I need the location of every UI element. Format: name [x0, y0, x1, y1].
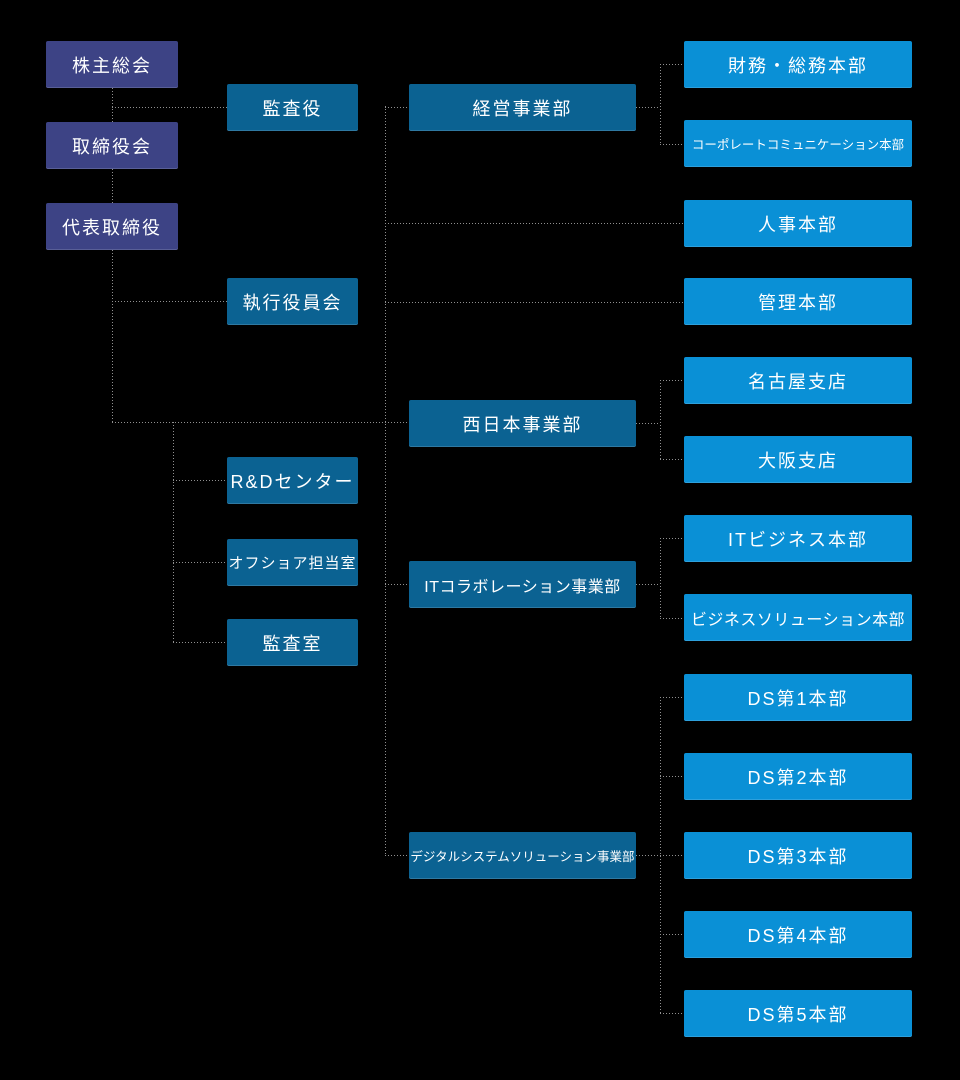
- connector-it-collaboration-stub: [636, 584, 660, 585]
- connector-governance-trunk: [112, 88, 113, 422]
- node-representative-director: 代表取締役: [46, 203, 178, 250]
- connector-to-rd-center: [173, 480, 227, 481]
- connector-to-ds5-hq: [660, 1013, 684, 1014]
- connector-it-collaboration-children-trunk: [660, 538, 661, 618]
- connector-to-ds1-hq: [660, 697, 684, 698]
- node-ds5-hq: DS第5本部: [684, 990, 912, 1037]
- node-nagoya-branch: 名古屋支店: [684, 357, 912, 404]
- connector-west-japan-stub: [636, 423, 660, 424]
- connector-main-horizontal: [112, 422, 409, 423]
- node-it-business-hq: ITビジネス本部: [684, 515, 912, 562]
- connector-to-management-division: [385, 107, 409, 108]
- connector-to-nagoya-branch: [660, 380, 684, 381]
- connector-west-japan-children-trunk: [660, 380, 661, 460]
- node-ds2-hq: DS第2本部: [684, 753, 912, 800]
- connector-to-it-business-hq: [660, 538, 684, 539]
- node-it-collaboration-division: ITコラボレーション事業部: [409, 561, 636, 608]
- connector-staff-trunk: [173, 422, 174, 642]
- node-hr-hq: 人事本部: [684, 200, 912, 247]
- connector-to-audit-officer: [112, 107, 227, 108]
- connector-ds-children-trunk: [660, 697, 661, 1014]
- node-finance-general-affairs-hq: 財務・総務本部: [684, 41, 912, 88]
- connector-to-finance-hq: [660, 64, 684, 65]
- node-corporate-communication-hq: コーポレートコミュニケーション本部: [684, 120, 912, 167]
- connector-to-corporate-communication-hq: [660, 144, 684, 145]
- node-business-solution-hq: ビジネスソリューション本部: [684, 594, 912, 641]
- connector-to-it-collaboration-division: [385, 584, 409, 585]
- node-ds3-hq: DS第3本部: [684, 832, 912, 879]
- connector-to-digital-division: [385, 855, 409, 856]
- node-digital-system-solution-division: デジタルシステムソリューション事業部: [409, 832, 636, 879]
- node-executive-officers-committee: 執行役員会: [227, 278, 358, 325]
- connector-to-business-solution-hq: [660, 618, 684, 619]
- node-rd-center: R&Dセンター: [227, 457, 358, 504]
- connector-to-admin-hq: [385, 302, 684, 303]
- node-osaka-branch: 大阪支店: [684, 436, 912, 483]
- connector-to-hr-hq: [385, 223, 684, 224]
- node-shareholders-meeting: 株主総会: [46, 41, 178, 88]
- connector-to-executive-committee: [112, 301, 227, 302]
- connector-to-osaka-branch: [660, 459, 684, 460]
- node-audit-officer: 監査役: [227, 84, 358, 131]
- node-offshore-office: オフショア担当室: [227, 539, 358, 586]
- node-audit-office: 監査室: [227, 619, 358, 666]
- connector-management-children-trunk: [660, 64, 661, 144]
- node-ds4-hq: DS第4本部: [684, 911, 912, 958]
- connector-to-audit-office: [173, 642, 227, 643]
- connector-management-division-stub: [636, 107, 660, 108]
- connector-to-offshore-office: [173, 562, 227, 563]
- connector-to-ds2-hq: [660, 776, 684, 777]
- node-west-japan-division: 西日本事業部: [409, 400, 636, 447]
- node-ds1-hq: DS第1本部: [684, 674, 912, 721]
- node-management-division: 経営事業部: [409, 84, 636, 131]
- connector-to-ds4-hq: [660, 934, 684, 935]
- node-board-of-directors: 取締役会: [46, 122, 178, 169]
- node-admin-hq: 管理本部: [684, 278, 912, 325]
- connector-division-trunk: [385, 106, 386, 855]
